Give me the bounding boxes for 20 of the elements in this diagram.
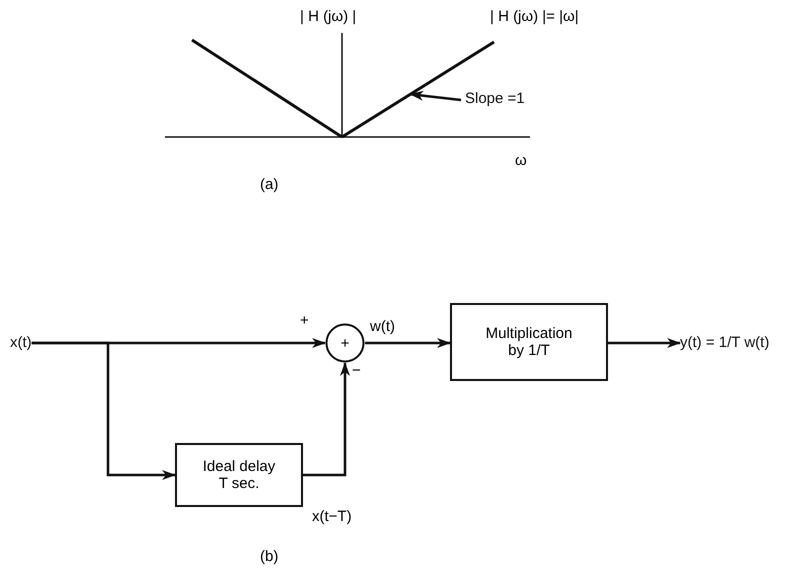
leader-arrow bbox=[409, 90, 462, 102]
arrow bbox=[365, 338, 451, 348]
axis-label: | H (jω) | bbox=[300, 8, 356, 25]
equation-label: | H (jω) |= |ω| bbox=[490, 8, 579, 25]
axis-label: ω bbox=[515, 152, 527, 169]
arrow bbox=[303, 362, 350, 476]
signal-label: x(t) bbox=[10, 334, 32, 351]
arrow bbox=[608, 338, 681, 348]
process-box: Multiplication by 1/T bbox=[450, 303, 608, 381]
output-signal-label: y(t) = 1/T w(t) bbox=[680, 334, 770, 351]
arrow bbox=[32, 342, 176, 480]
summing-junction: + bbox=[325, 323, 365, 363]
panel-label: (b) bbox=[260, 548, 278, 565]
panel-label: (a) bbox=[260, 176, 278, 193]
sign-label: + bbox=[300, 312, 309, 329]
callout-text: Slope =1 bbox=[465, 90, 525, 107]
edge-label: x(t−T) bbox=[312, 508, 352, 525]
sign-label: − bbox=[352, 362, 361, 379]
process-box: Ideal delay T sec. bbox=[175, 443, 303, 507]
edge-label: w(t) bbox=[370, 318, 395, 335]
